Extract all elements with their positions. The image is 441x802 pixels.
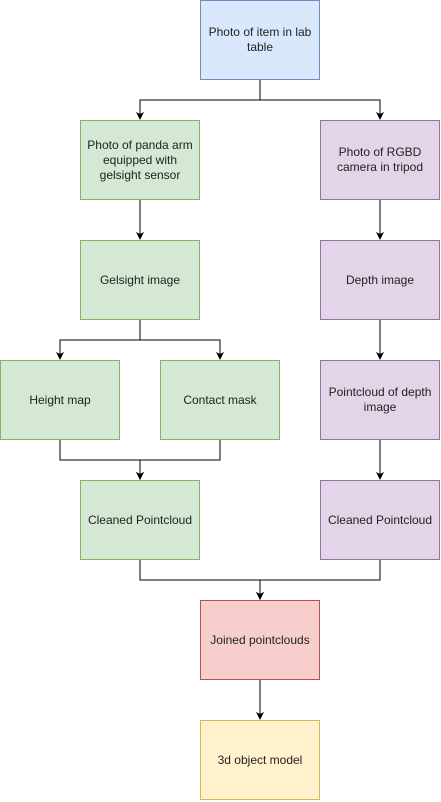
edge-photo-item-to-photo-panda (136, 80, 261, 120)
node-label: Photo of panda arm equipped with gelsigh… (87, 137, 193, 182)
node-gelsight-image: Gelsight image (80, 240, 200, 320)
node-label: Photo of item in lab table (208, 25, 312, 54)
node-contact-mask: Contact mask (160, 360, 280, 440)
node-label: Depth image (345, 272, 415, 287)
node-label: Cleaned Pointcloud (327, 512, 433, 527)
node-cleaned-right: Cleaned Pointcloud (320, 480, 440, 560)
node-label: Photo of RGBD camera in tripod (336, 145, 424, 174)
node-label: 3d object model (217, 752, 303, 767)
node-photo-item: Photo of item in lab table (200, 0, 320, 80)
node-label: Joined pointclouds (210, 632, 310, 647)
node-height-map: Height map (0, 360, 120, 440)
node-photo-rgbd: Photo of RGBD camera in tripod (320, 120, 440, 200)
node-object-model: 3d object model (200, 720, 320, 800)
edge-gelsight-image-to-contact-mask (139, 320, 224, 360)
node-cleaned-left: Cleaned Pointcloud (80, 480, 200, 560)
edge-cleaned-left-to-joined (139, 560, 264, 600)
node-photo-panda: Photo of panda arm equipped with gelsigh… (80, 120, 200, 200)
edge-contact-mask-to-cleaned-left (136, 440, 221, 480)
node-depth-image: Depth image (320, 240, 440, 320)
node-label: Height map (29, 392, 91, 407)
edge-gelsight-image-to-height-map (56, 320, 141, 360)
node-label: Contact mask (183, 392, 257, 407)
edge-cleaned-right-to-joined (256, 560, 381, 600)
node-pointcloud-depth: Pointcloud of depth image (320, 360, 440, 440)
node-label: Cleaned Pointcloud (87, 512, 193, 527)
node-label: Gelsight image (99, 272, 181, 287)
edge-height-map-to-cleaned-left (59, 440, 144, 480)
node-label: Pointcloud of depth image (328, 385, 432, 414)
edge-photo-item-to-photo-rgbd (259, 80, 384, 120)
node-joined: Joined pointclouds (200, 600, 320, 680)
